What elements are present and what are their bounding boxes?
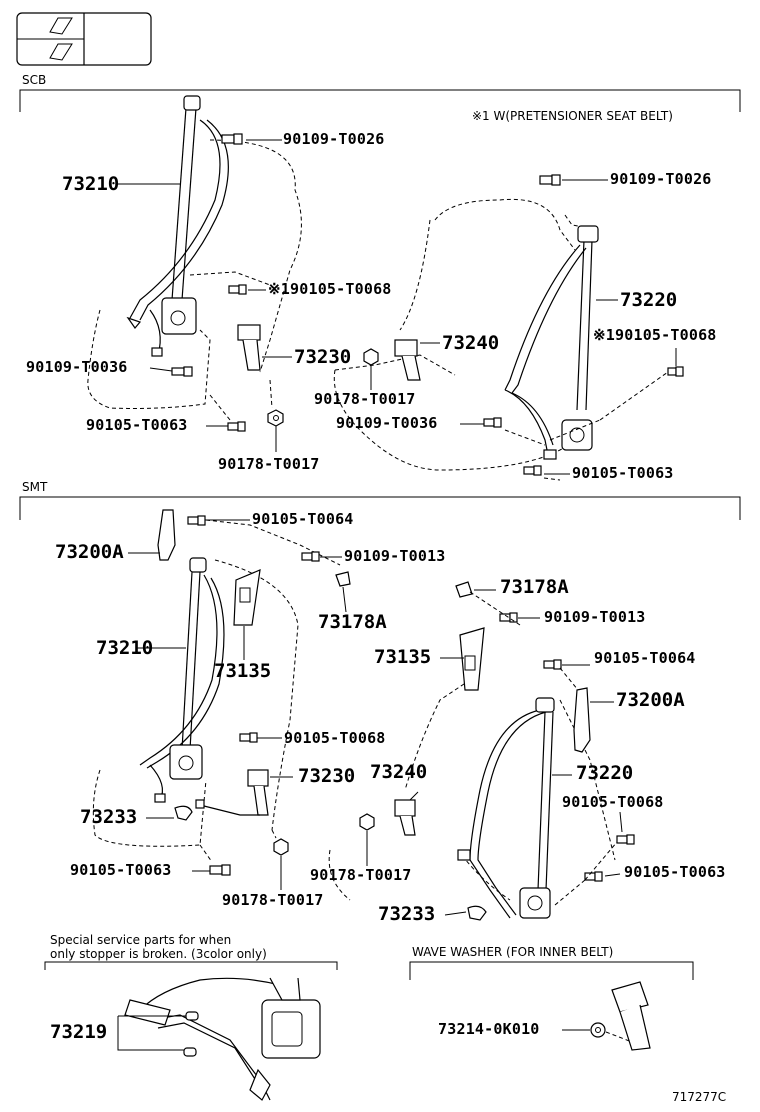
scb-bracket: [19, 89, 741, 112]
smt-bracket: [19, 496, 741, 520]
part-label[interactable]: 73200A: [55, 541, 124, 563]
part-label[interactable]: 90109-T0036: [26, 358, 128, 376]
special-note-line2: only stopper is broken. (3color only): [50, 947, 267, 961]
part-label[interactable]: 73233: [80, 806, 138, 828]
part-label[interactable]: 90178-T0017: [310, 866, 412, 884]
part-label[interactable]: 90105-T0063: [572, 464, 674, 482]
part-label[interactable]: 90105-T0064: [594, 649, 696, 667]
part-label[interactable]: ※190105-T0068: [268, 280, 392, 298]
scb-left-seat-drawing: [87, 95, 302, 452]
section-label-smt: SMT: [22, 480, 48, 494]
part-label[interactable]: 90109-T0026: [610, 170, 712, 188]
wave-bracket: [409, 961, 694, 980]
part-label[interactable]: 90105-T0068: [562, 793, 664, 811]
part-label[interactable]: ※190105-T0068: [593, 326, 717, 344]
smt-left-seat-drawing: [92, 509, 351, 890]
wave-washer-drawing: [562, 981, 651, 1051]
part-label[interactable]: 90105-T0068: [284, 729, 386, 747]
part-label[interactable]: 73210: [96, 637, 154, 659]
part-label[interactable]: 73230: [294, 346, 352, 368]
part-label[interactable]: 90105-T0063: [86, 416, 188, 434]
part-label[interactable]: 73214-0K010: [438, 1020, 540, 1038]
part-label[interactable]: 73219: [50, 1021, 108, 1043]
part-label[interactable]: 73210: [62, 173, 120, 195]
part-label[interactable]: 73230: [298, 765, 356, 787]
part-label[interactable]: 90178-T0017: [218, 455, 320, 473]
part-label[interactable]: 73135: [214, 660, 272, 682]
part-label[interactable]: 73178A: [318, 611, 387, 633]
special-note-line1: Special service parts for when: [50, 933, 232, 947]
special-bracket: [44, 961, 338, 970]
seat-icon-box: [16, 12, 152, 66]
part-label[interactable]: 73200A: [616, 689, 685, 711]
part-label[interactable]: 90109-T0026: [283, 130, 385, 148]
section-label-scb: SCB: [22, 73, 47, 87]
part-label[interactable]: 90105-T0063: [624, 863, 726, 881]
part-label[interactable]: 90109-T0013: [344, 547, 446, 565]
part-label[interactable]: 90178-T0017: [314, 390, 416, 408]
part-label[interactable]: 90109-T0036: [336, 414, 438, 432]
smt-right-seat-drawing: [328, 581, 635, 921]
part-label[interactable]: 73220: [576, 762, 634, 784]
pretensioner-footnote: ※1 W(PRETENSIONER SEAT BELT): [472, 109, 673, 123]
part-label[interactable]: 90105-T0064: [252, 510, 354, 528]
part-label[interactable]: 90109-T0013: [544, 608, 646, 626]
part-label[interactable]: 73233: [378, 903, 436, 925]
part-label[interactable]: 73240: [370, 761, 428, 783]
scb-right-seat-drawing: [333, 174, 684, 481]
part-label[interactable]: 73178A: [500, 576, 569, 598]
part-label[interactable]: 90105-T0063: [70, 861, 172, 879]
part-label[interactable]: 73240: [442, 332, 500, 354]
wave-washer-label: WAVE WASHER (FOR INNER BELT): [412, 945, 614, 959]
part-label[interactable]: 90178-T0017: [222, 891, 324, 909]
figure-id: 717277C: [672, 1090, 727, 1104]
special-parts-drawing: [117, 977, 321, 1101]
part-label[interactable]: 73135: [374, 646, 432, 668]
part-label[interactable]: 73220: [620, 289, 678, 311]
